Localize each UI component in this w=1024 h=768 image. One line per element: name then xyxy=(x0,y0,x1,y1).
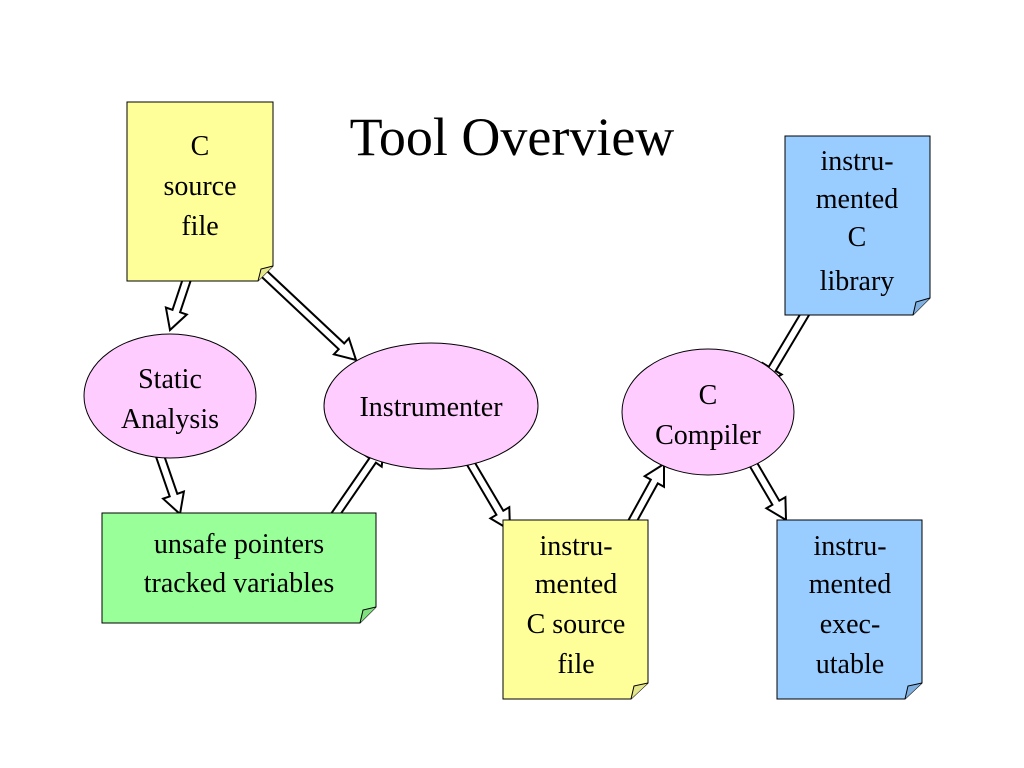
doc-fold-icon xyxy=(359,606,377,624)
process-shape xyxy=(621,348,795,476)
doc-c-source-file: C source file xyxy=(126,101,274,282)
doc-line: mented xyxy=(809,569,891,600)
doc-line: library xyxy=(820,266,895,297)
arrows-layer xyxy=(154,263,813,532)
flow-arrow xyxy=(164,273,194,332)
doc-line: C source xyxy=(527,609,626,640)
flow-arrow xyxy=(154,453,186,516)
process-line: Compiler xyxy=(655,420,761,451)
process-line: Instrumenter xyxy=(359,392,503,423)
flow-arrow xyxy=(627,462,665,526)
doc-line: unsafe pointers xyxy=(154,529,324,560)
process-line: Static xyxy=(138,364,202,395)
process-instrumenter: Instrumenter xyxy=(323,342,539,470)
doc-line: C xyxy=(191,131,210,162)
doc-line: file xyxy=(557,649,594,680)
doc-instrumented-executable: instru- mented exec- utable xyxy=(776,519,923,700)
process-line: Analysis xyxy=(121,404,219,435)
doc-line: instru- xyxy=(539,531,612,562)
flow-arrow xyxy=(253,263,358,362)
doc-line: mented xyxy=(535,569,617,600)
doc-line: exec- xyxy=(820,609,881,640)
process-shape xyxy=(83,333,257,459)
process-shape xyxy=(323,342,539,470)
doc-line: file xyxy=(181,211,218,242)
doc-fold-icon xyxy=(257,265,274,282)
doc-line: utable xyxy=(816,649,884,680)
process-c-compiler: C Compiler xyxy=(621,348,795,476)
doc-line: tracked variables xyxy=(144,568,334,599)
doc-fold-icon xyxy=(904,682,923,700)
doc-line: C xyxy=(848,222,867,253)
doc-line: mented xyxy=(816,184,898,215)
flow-arrow xyxy=(747,458,788,522)
doc-unsafe-pointers-tracked-variables: unsafe pointers tracked variables xyxy=(101,512,377,624)
doc-line: instru- xyxy=(820,146,893,177)
doc-line: instru- xyxy=(813,531,886,562)
process-line: C xyxy=(699,380,718,411)
doc-fold-icon xyxy=(630,682,649,700)
doc-fold-icon xyxy=(912,297,931,316)
doc-instrumented-c-source-file: instru- mented C source file xyxy=(502,519,649,700)
doc-instrumented-c-library: instru- mented C library xyxy=(784,135,931,316)
doc-line: source xyxy=(163,171,236,202)
diagram-title: Tool Overview xyxy=(350,107,675,167)
process-static-analysis: Static Analysis xyxy=(83,333,257,459)
